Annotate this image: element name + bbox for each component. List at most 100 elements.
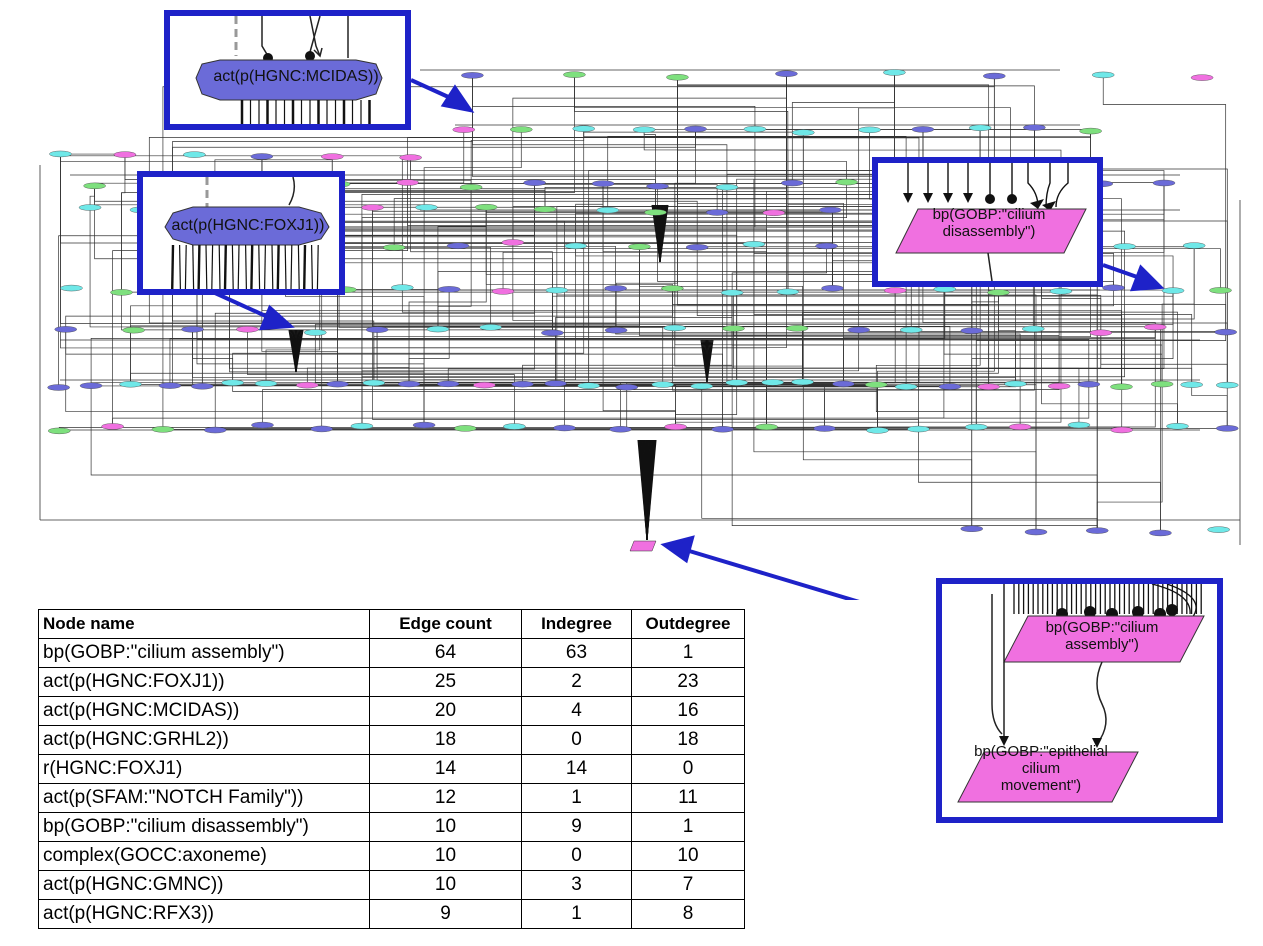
cell-indegree: 3 [521,870,632,900]
network-node [452,126,475,133]
network-node [1047,382,1071,390]
edge [250,244,254,289]
inhibit-head [1084,606,1096,618]
foxj1-node [164,206,330,246]
network-node [415,204,438,211]
header-node-name: Node name [38,609,370,639]
edge [237,244,240,289]
network-edge [169,289,946,386]
network-node [720,289,744,296]
cell-edge-count: 12 [369,783,522,813]
edge [303,244,307,289]
hub-fan-2 [700,339,714,383]
network-node [48,427,71,435]
network-edge [172,287,375,383]
cilium-disassembly-node [895,208,1087,254]
network-node [501,239,525,246]
network-edge [229,289,425,426]
outgoing-edges [240,100,371,124]
network-node [785,325,809,332]
network-edge [674,327,844,384]
cell-edge-count: 18 [369,725,522,755]
network-node [577,382,600,389]
cell-edge-count: 20 [369,696,522,726]
arrow-head [1092,738,1102,748]
foxj1-fan [288,329,304,373]
callout-foxj1: act(p(HGNC:FOXJ1)) [137,171,345,295]
network-node [819,206,842,214]
network-node [204,426,227,434]
edge [197,244,201,289]
callout-foxj1-label: act(p(HGNC:FOXJ1)) [171,217,325,234]
network-edge [875,384,1228,429]
header-outdegree: Outdegree [631,609,745,639]
cell-node-name: act(p(HGNC:GMNC)) [38,870,370,900]
network-edge [556,290,878,431]
edge [1166,584,1197,619]
cell-indegree: 63 [521,638,632,668]
network-edge [89,185,95,208]
network-edge [376,329,410,384]
cell-outdegree: 18 [631,725,745,755]
label-line-2: assembly") [1065,635,1139,653]
network-node [684,125,707,133]
network-node [1209,287,1232,294]
network-edge [169,385,878,431]
network-node [646,183,669,190]
header-indegree: Indegree [521,609,632,639]
cilium-assembly-node [1003,615,1205,663]
cell-node-name: act(p(HGNC:RFX3)) [38,899,370,929]
network-node [1024,528,1048,536]
network-edge [971,290,1174,529]
cell-edge-count: 10 [369,812,522,842]
label-line-1: bp(GOBP:"cilium [1045,619,1159,636]
inhibit-head [1166,604,1178,616]
network-edge [626,387,919,430]
network-edge [706,339,714,383]
cell-edge-count: 64 [369,638,522,668]
network-node [865,381,888,388]
network-node [1190,74,1214,81]
network-edge [90,385,1098,531]
network-node [361,204,384,211]
network-node [762,209,785,217]
network-edge [192,329,825,429]
network-node [685,244,709,251]
network-node [296,381,319,389]
edge [276,244,280,289]
network-edge [172,287,676,427]
network-node [883,69,906,76]
network-edge [437,187,472,330]
network-node [310,425,333,433]
edge [1055,163,1069,208]
network-edge [423,129,522,426]
network-edge [674,327,803,383]
edge [1096,661,1107,745]
edge [211,244,214,289]
network-node [615,383,638,391]
network-node [690,382,713,390]
network-edge [1191,384,1228,429]
network-node [119,381,142,388]
network-node [151,426,175,433]
edge [231,244,234,289]
network-node [628,243,651,250]
network-node [321,153,344,160]
network-node [1207,526,1230,533]
callout-cilium-assembly: bp(GOBP:"cilium assembly") bp(GOBP:"epit… [936,578,1223,823]
network-node [1214,328,1237,336]
network-node [1049,288,1073,295]
network-edge [314,332,621,430]
network-node [426,325,450,333]
network-node [511,380,534,388]
network-edge [130,287,1114,385]
network-edge [306,332,1102,386]
network-node [960,327,983,334]
network-node [596,206,619,214]
network-node [564,242,587,250]
edge [290,244,293,289]
network-edge [314,290,1174,333]
